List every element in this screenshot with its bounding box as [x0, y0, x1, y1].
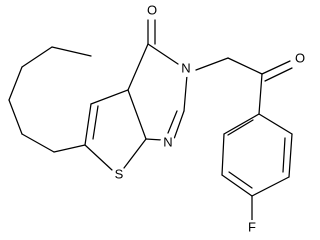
bond-ch2-c-ketone — [227, 57, 263, 75]
atom-label-sulfur: S — [115, 166, 124, 181]
bond-aryl-3-double — [228, 171, 253, 189]
bond-pyrimidine-n3-c2 — [183, 74, 188, 112]
bond-aryl-6 — [258, 113, 293, 135]
bond-cycloheptane-3 — [8, 66, 23, 101]
bond-thiophene-c3a-c8a — [84, 103, 92, 146]
bond-aryl-5 — [288, 133, 293, 178]
bond-thiophene-c4a-c9a — [127, 89, 147, 140]
bond-aryl-3 — [221, 174, 253, 197]
bond-pyrimidine-c2-n1 — [173, 110, 185, 140]
bond-pyrimidine-c2-n1-double — [167, 110, 178, 134]
bond-aryl-1 — [223, 113, 260, 135]
bond-thiophene-c3a-c8a-double — [92, 105, 99, 140]
bond-cycloheptane-1 — [51, 46, 92, 57]
bond-ketone-aryl — [258, 73, 263, 115]
chemical-structure-diagram: O O N N S F — [8, 2, 308, 236]
bonds-layer — [8, 19, 293, 221]
bond-cycloheptane-5 — [21, 133, 55, 153]
atom-label-amide-nitrogen: N — [181, 60, 190, 75]
bond-pyrimidine-c4a-c4 — [127, 43, 149, 91]
bond-aryl-4 — [251, 176, 290, 197]
atom-label-ketone-oxygen: O — [295, 50, 305, 65]
atom-labels-layer: O O N N S F — [111, 2, 308, 236]
bond-aryl-1-double — [227, 119, 254, 136]
bond-aryl-2 — [221, 133, 225, 176]
bond-n-ch2 — [195, 57, 229, 71]
bond-cycloheptane-2 — [21, 46, 53, 68]
bond-cycloheptane-6 — [53, 144, 86, 153]
bond-thiophene-c9a-s — [123, 138, 147, 169]
bond-thiophene-c8a-c4a — [90, 89, 129, 105]
atom-label-pyrimidine-nitrogen: N — [163, 134, 172, 149]
atom-label-fluorine: F — [248, 219, 256, 234]
bond-cycloheptane-4 — [8, 99, 23, 135]
bond-aryl-5-double — [282, 137, 286, 173]
atom-label-ring-oxygen: O — [147, 2, 157, 17]
bond-ketone-1 — [261, 60, 291, 75]
bond-pyrimidine-n1-c9a — [145, 138, 163, 141]
bond-pyrimidine-c4-n3 — [147, 43, 179, 65]
bond-thiophene-s-c3a — [84, 144, 113, 171]
bond-ketone-2 — [264, 67, 293, 82]
